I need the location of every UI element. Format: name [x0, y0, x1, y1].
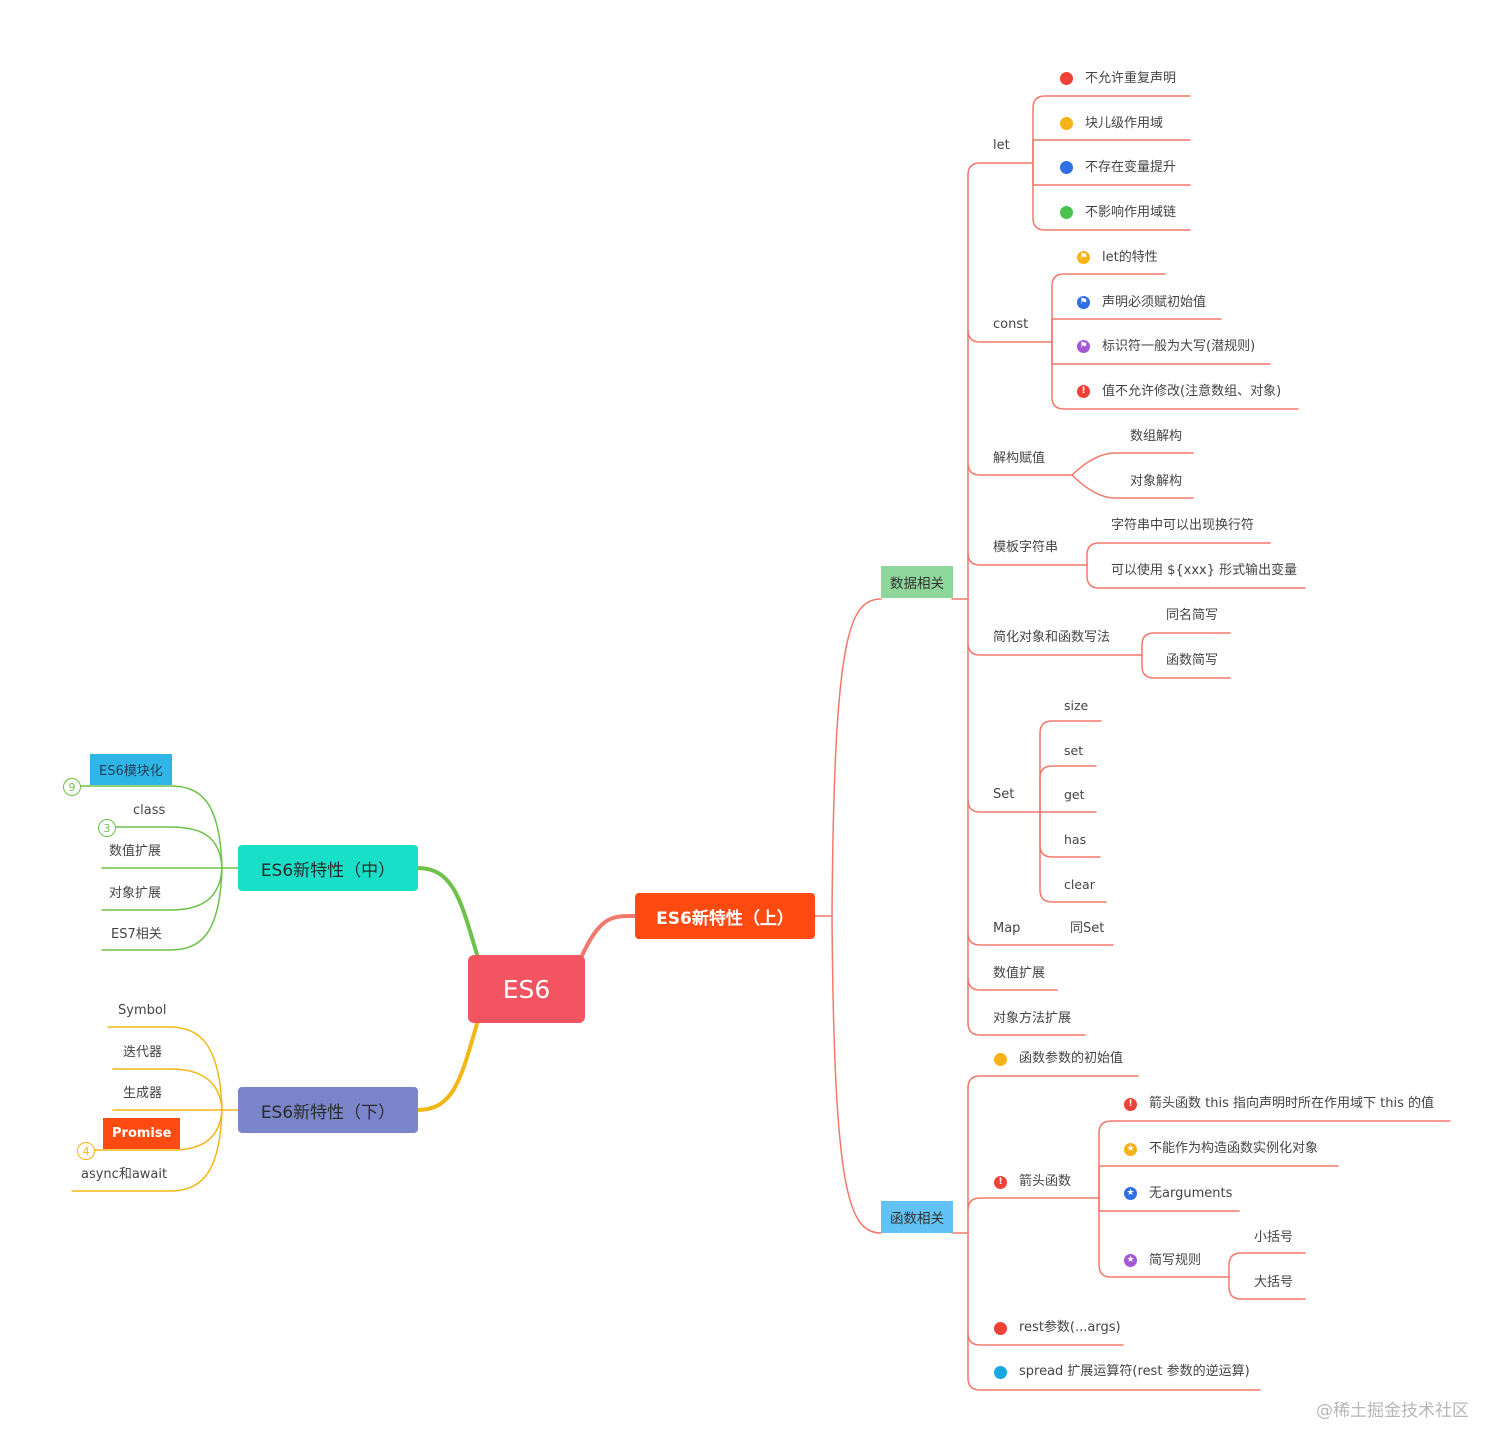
promise-count-badge[interactable]: 4 — [77, 1142, 95, 1160]
map-value[interactable]: 同Set — [1070, 921, 1105, 936]
red-dot-icon — [1060, 72, 1073, 85]
blue-star-icon: ★ — [1124, 1187, 1137, 1200]
category-data[interactable]: 数据相关 — [881, 566, 953, 598]
set-item-clear[interactable]: clear — [1064, 877, 1095, 892]
topic-es6-module[interactable]: ES6模块化 — [90, 754, 172, 785]
orange-star-icon: ★ — [1124, 1143, 1137, 1156]
const-item-3[interactable]: 标识符一般为大写(潜规则) — [1102, 339, 1256, 354]
watermark: @稀土掘金技术社区 — [1316, 1401, 1469, 1421]
topic-object-methods[interactable]: 对象方法扩展 — [993, 1011, 1072, 1026]
blue-dot-icon — [1060, 161, 1073, 174]
topic-async-await[interactable]: async和await — [81, 1167, 168, 1182]
topic-default-params[interactable]: 函数参数的初始值 — [1019, 1051, 1124, 1066]
abbrev-parens[interactable]: 小括号 — [1254, 1230, 1294, 1245]
arrow-item-1[interactable]: 箭头函数 this 指向声明时所在作用域下 this 的值 — [1149, 1096, 1434, 1111]
category-function[interactable]: 函数相关 — [881, 1201, 953, 1233]
topic-iterator[interactable]: 迭代器 — [123, 1045, 163, 1060]
exclamation-icon: ! — [1077, 385, 1090, 398]
purple-flag-icon: ⚑ — [1077, 340, 1090, 353]
branch-es6-part3[interactable]: ES6新特性（下） — [238, 1087, 418, 1133]
destructure-object[interactable]: 对象解构 — [1130, 474, 1183, 489]
set-item-has[interactable]: has — [1064, 832, 1087, 847]
topic-let[interactable]: let — [993, 138, 1010, 153]
set-item-get[interactable]: get — [1064, 787, 1085, 802]
topic-template-string[interactable]: 模板字符串 — [993, 540, 1059, 555]
red-dot-icon — [994, 1322, 1007, 1335]
set-item-set[interactable]: set — [1064, 743, 1084, 758]
let-item-3[interactable]: 不存在变量提升 — [1085, 160, 1177, 175]
shorthand-item-1[interactable]: 同名简写 — [1166, 608, 1219, 623]
topic-numeric-ext[interactable]: 数值扩展 — [993, 966, 1046, 981]
destructure-array[interactable]: 数组解构 — [1130, 429, 1183, 444]
let-item-1[interactable]: 不允许重复声明 — [1085, 71, 1177, 86]
template-item-1[interactable]: 字符串中可以出现换行符 — [1111, 518, 1255, 533]
topic-promise[interactable]: Promise — [103, 1118, 181, 1149]
const-item-2[interactable]: 声明必须赋初始值 — [1102, 295, 1207, 310]
exclamation-icon: ! — [1124, 1098, 1137, 1111]
let-item-4[interactable]: 不影响作用域链 — [1085, 205, 1177, 220]
exclamation-icon: ! — [994, 1176, 1007, 1189]
topic-numeric[interactable]: 数值扩展 — [109, 844, 162, 859]
topic-map[interactable]: Map — [993, 921, 1021, 936]
topic-abbrev-rules[interactable]: 简写规则 — [1149, 1253, 1202, 1268]
topic-set[interactable]: Set — [993, 787, 1015, 802]
arrow-item-2[interactable]: 不能作为构造函数实例化对象 — [1149, 1141, 1319, 1156]
branch-es6-part1[interactable]: ES6新特性（上） — [635, 893, 815, 939]
module-count-badge[interactable]: 9 — [63, 778, 81, 796]
branch-es6-part2[interactable]: ES6新特性（中） — [238, 845, 418, 891]
cyan-dot-icon — [994, 1366, 1007, 1379]
arrow-item-3[interactable]: 无arguments — [1149, 1186, 1233, 1201]
blue-flag-icon: ⚑ — [1077, 296, 1090, 309]
green-dot-icon — [1060, 206, 1073, 219]
purple-star-icon: ★ — [1124, 1254, 1137, 1267]
template-item-2[interactable]: 可以使用 ${xxx} 形式输出变量 — [1111, 563, 1298, 578]
root-node[interactable]: ES6 — [468, 955, 585, 1023]
let-item-2[interactable]: 块儿级作用域 — [1085, 116, 1164, 131]
topic-rest-params[interactable]: rest参数(...args) — [1019, 1320, 1121, 1335]
topic-spread[interactable]: spread 扩展运算符(rest 参数的逆运算) — [1019, 1364, 1250, 1379]
shorthand-item-2[interactable]: 函数简写 — [1166, 653, 1219, 668]
topic-object-ext[interactable]: 对象扩展 — [109, 886, 162, 901]
const-item-1[interactable]: let的特性 — [1102, 250, 1158, 265]
topic-shorthand[interactable]: 简化对象和函数写法 — [993, 630, 1111, 645]
topic-generator[interactable]: 生成器 — [123, 1086, 163, 1101]
topic-const[interactable]: const — [993, 317, 1029, 332]
class-count-badge[interactable]: 3 — [98, 819, 116, 837]
topic-es7[interactable]: ES7相关 — [111, 927, 162, 942]
set-item-size[interactable]: size — [1064, 698, 1089, 713]
const-item-4[interactable]: 值不允许修改(注意数组、对象) — [1102, 384, 1282, 399]
orange-flag-icon: ⚑ — [1077, 251, 1090, 264]
orange-dot-icon — [994, 1053, 1007, 1066]
topic-destructure[interactable]: 解构赋值 — [993, 451, 1046, 466]
abbrev-braces[interactable]: 大括号 — [1254, 1275, 1294, 1290]
topic-class[interactable]: class — [133, 803, 166, 818]
orange-dot-icon — [1060, 117, 1073, 130]
topic-symbol[interactable]: Symbol — [118, 1003, 167, 1018]
topic-arrow-function[interactable]: 箭头函数 — [1019, 1174, 1072, 1189]
